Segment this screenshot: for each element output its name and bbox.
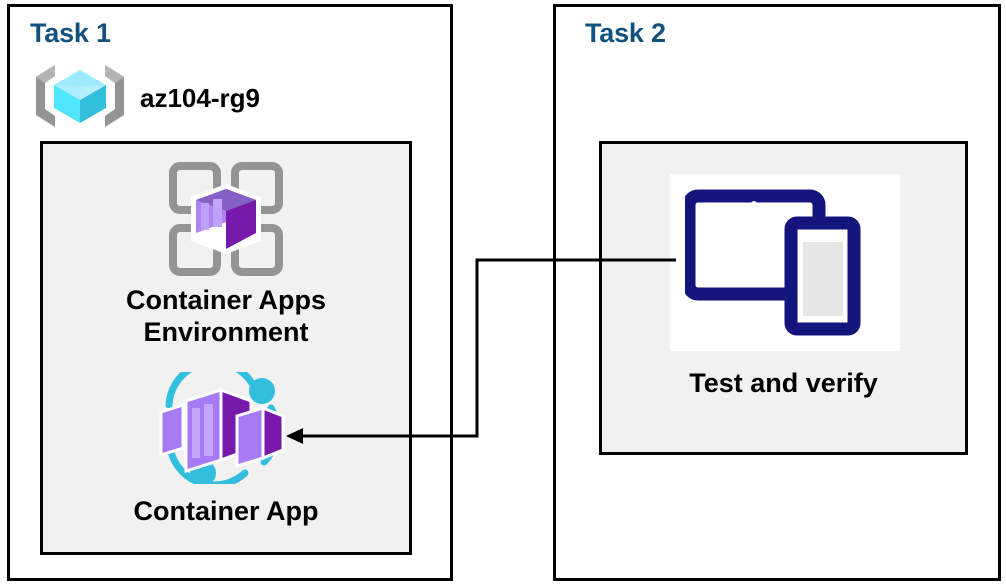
task-1-title: Task 1 [30, 18, 111, 48]
test-and-verify-devices-icon [670, 174, 900, 351]
container-app-label: Container App [133, 496, 319, 526]
resource-group-label: az104-rg9 [140, 83, 260, 113]
container-app-icon [43, 372, 409, 484]
test-and-verify-label: Test and verify [689, 368, 878, 398]
container-apps-environment-box: Container Apps Environment [40, 141, 412, 555]
container-apps-environment-label: Container Apps Environment [125, 285, 326, 348]
task-2-title: Task 2 [585, 18, 666, 48]
resource-group-row: az104-rg9 [36, 60, 260, 137]
test-and-verify-box: Test and verify [599, 141, 968, 455]
resource-group-icon [36, 60, 124, 137]
container-apps-environment-icon [43, 158, 409, 280]
